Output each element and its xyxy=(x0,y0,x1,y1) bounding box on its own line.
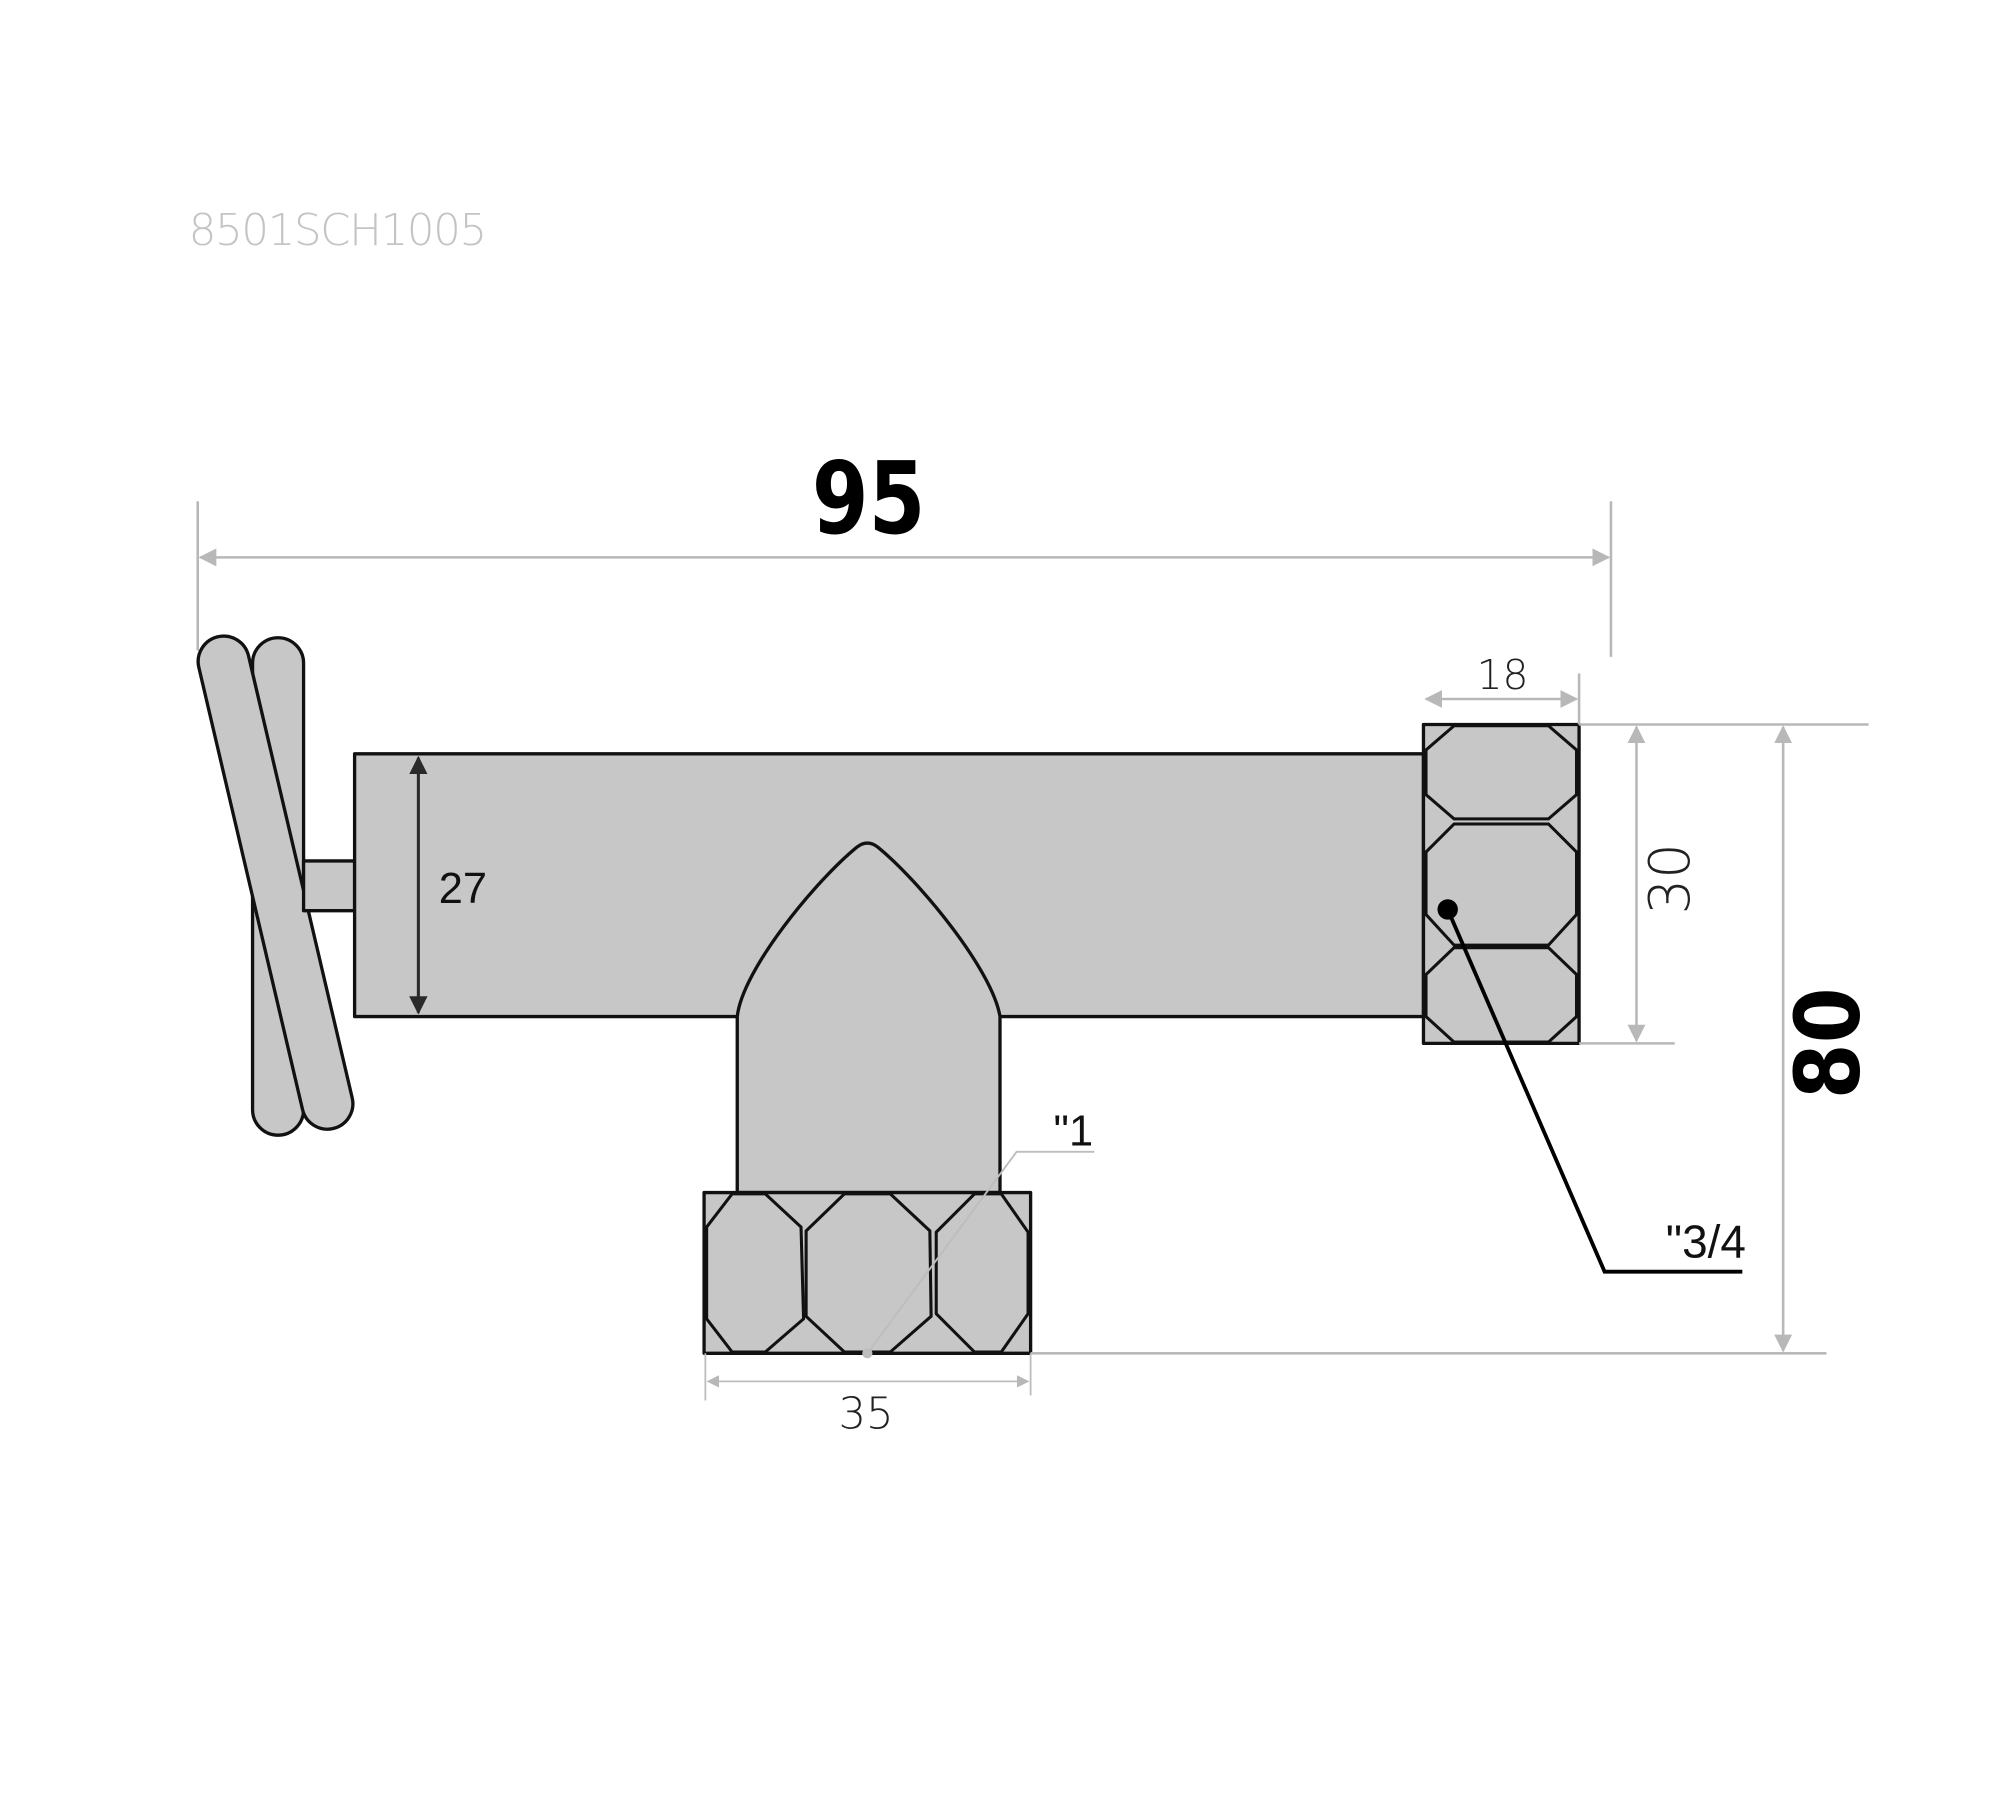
nut-facet xyxy=(1424,822,1579,947)
nut-facet xyxy=(705,1192,806,1354)
leader-dot xyxy=(862,1348,873,1359)
outlet-thread-callout: "3/4 xyxy=(1437,899,1746,1274)
body-height-label: 27 xyxy=(439,865,487,913)
nut-facet xyxy=(934,1192,1030,1354)
outlet-thread-label: "3/4 xyxy=(1666,1216,1746,1268)
body-height-dimension: 27 xyxy=(409,755,487,1015)
inlet-thread-callout: "1 xyxy=(862,1107,1095,1359)
inlet-nut-width-label: 35 xyxy=(838,1390,893,1440)
overall-height-dimension: 80 xyxy=(1030,725,1880,1355)
leader-line xyxy=(866,1150,1095,1354)
inlet-nut-width-dimension: 35 xyxy=(704,1353,1032,1440)
overall-length-dimension: 95 xyxy=(196,442,1613,657)
nut-facet xyxy=(1424,724,1579,821)
outlet-nut-width-dimension: 18 xyxy=(1424,651,1581,725)
outlet-nut xyxy=(1421,722,1581,1046)
outlet-nut-height-label: 30 xyxy=(1638,843,1703,914)
outlet-nut-width-label: 18 xyxy=(1477,651,1529,699)
nut-facet xyxy=(804,1192,933,1354)
nut-facet xyxy=(1424,946,1579,1044)
outlet-nut-height-dimension: 30 xyxy=(1579,723,1869,1045)
leader-line xyxy=(1445,908,1743,1274)
inlet-nut xyxy=(702,1190,1033,1355)
overall-height-label: 80 xyxy=(1776,987,1880,1099)
overall-length-label: 95 xyxy=(812,442,926,557)
leader-dot xyxy=(1437,899,1458,920)
handle-bar-tilted xyxy=(196,634,355,1131)
drawing-code: 8501SCH1005 xyxy=(189,206,486,256)
spindle xyxy=(301,859,357,913)
inlet-branch xyxy=(735,841,1002,1195)
inlet-thread-label: "1 xyxy=(1054,1107,1094,1155)
